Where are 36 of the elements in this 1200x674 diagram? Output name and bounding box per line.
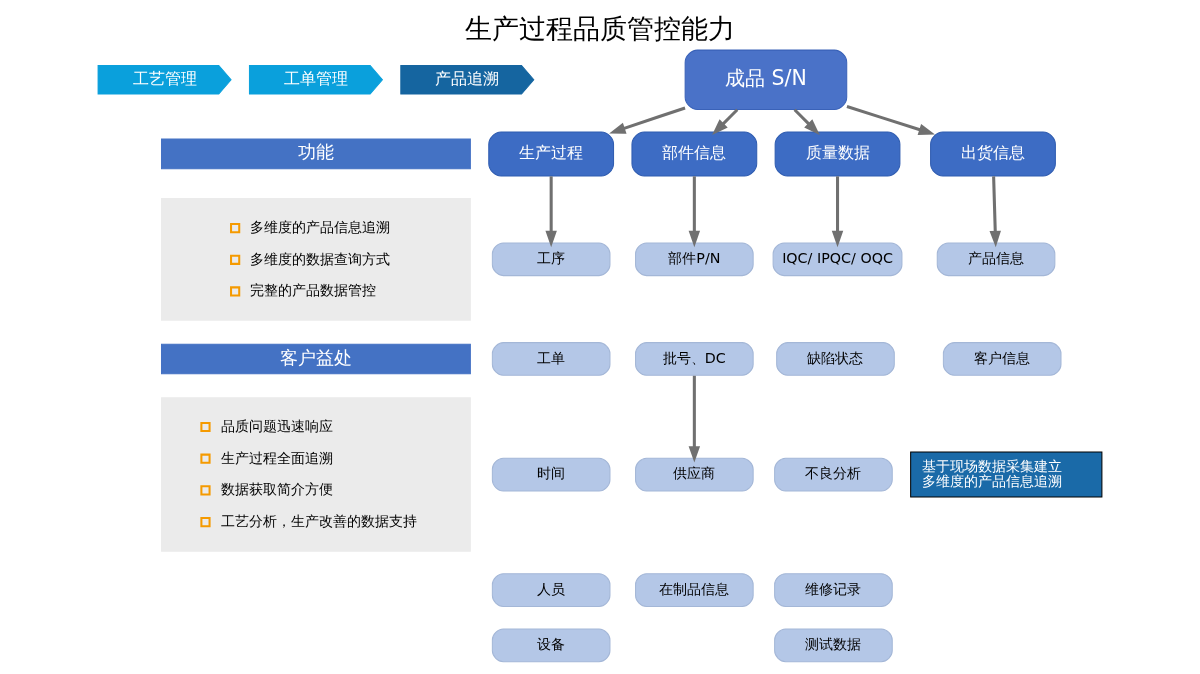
node-box: 在制品信息 xyxy=(635,573,754,607)
node-box: 部件信息 xyxy=(631,131,758,177)
node-box: 不良分析 xyxy=(774,457,893,492)
node-box: 工单 xyxy=(491,342,611,376)
node-box: 出货信息 xyxy=(930,131,1056,177)
node-box: 基于现场数据采集建立多维度的产品信息追溯 xyxy=(910,451,1103,498)
node-box: 缺陷状态 xyxy=(776,342,895,376)
node-box: 生产过程 xyxy=(488,131,615,177)
arrow xyxy=(793,108,820,136)
node-box: 质量数据 xyxy=(774,131,901,177)
node-box: 成品 S/N xyxy=(684,49,848,110)
node-box: IQC/ IPQC/ OQC xyxy=(772,242,903,277)
node-box: 客户益处 xyxy=(161,343,471,375)
node-box: 品质问题迅速响应 生产过程全面追溯 数据获取简介方便 工艺分析，生产改善的数据支持 xyxy=(161,397,471,552)
arrow xyxy=(609,106,686,134)
node-box: 设备 xyxy=(491,628,611,663)
node-box: 人员 xyxy=(491,573,611,607)
arrow xyxy=(712,108,739,136)
node-box: 部件P/N xyxy=(635,242,754,277)
arrow xyxy=(688,375,701,463)
node-box: 客户信息 xyxy=(942,342,1062,376)
arrow xyxy=(989,176,1001,248)
arrow xyxy=(688,176,701,248)
node-box: 产品信息 xyxy=(936,242,1056,277)
node-box: 多维度的产品信息追溯 多维度的数据查询方式 完整的产品数据管控 xyxy=(161,197,471,321)
node-box: 工序 xyxy=(491,242,611,277)
diagram-title: 生产过程品质管控能力 xyxy=(465,12,735,44)
node-box: 批号、DC xyxy=(635,342,754,376)
arrow xyxy=(846,105,935,135)
arrow xyxy=(545,176,557,248)
node-box: 供应商 xyxy=(635,457,754,492)
node-box: 测试数据 xyxy=(774,628,893,663)
node-box: 时间 xyxy=(491,457,611,492)
arrow xyxy=(831,176,844,248)
node-box: 维修记录 xyxy=(774,573,893,607)
node-box: 功能 xyxy=(161,138,471,170)
